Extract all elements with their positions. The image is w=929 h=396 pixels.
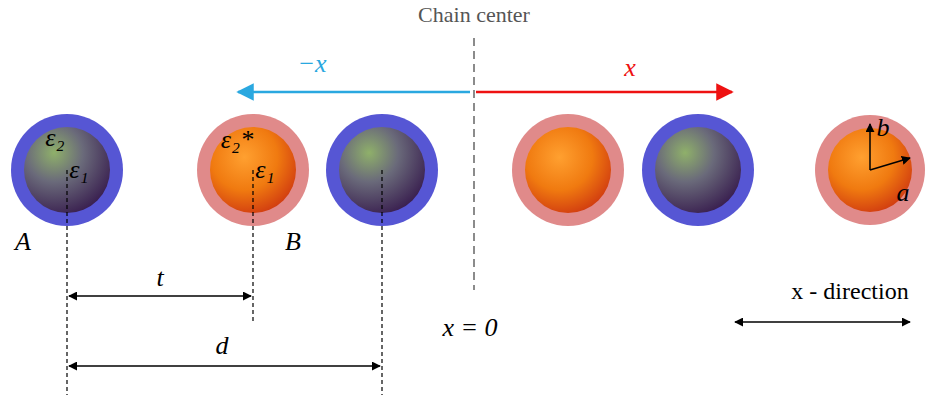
core-shell-particle: ε₂*ε₁B [197,114,309,226]
particle-label: A [15,229,31,255]
dimension-label: t [156,265,163,291]
guide-line [381,170,382,395]
dimension-arrow [735,321,910,323]
origin-label: x = 0 [442,315,497,341]
dimension-arrow [69,295,251,297]
shell-permittivity: ε₂* [221,127,253,153]
direction-caption: x - direction [791,279,908,303]
sphere-A [642,114,754,226]
core-shell-particle: ε₂ε₁A [11,114,123,226]
shell-permittivity: ε₂ [45,125,64,151]
center-line [473,38,475,290]
direction-arrow [476,91,732,94]
sphere-B [815,115,925,225]
direction-label: −x [297,51,326,77]
particle-label: B [285,229,301,255]
sphere-B [512,114,624,226]
dimension-arrow [69,365,380,367]
core-permittivity: ε₁ [69,157,88,183]
chain-center-label: Chain center [418,4,530,26]
direction-label: x [624,55,636,81]
direction-arrow [238,91,470,94]
dimension-label: d [216,333,229,359]
radius-label: a [897,180,910,206]
guide-line [66,170,67,395]
radius-arrow [870,158,910,170]
core-permittivity: ε₁ [255,157,274,183]
sphere-particle: ba [815,115,925,225]
radius-label: b [877,115,890,141]
radius-arrow [869,124,871,170]
guide-line [252,170,253,322]
